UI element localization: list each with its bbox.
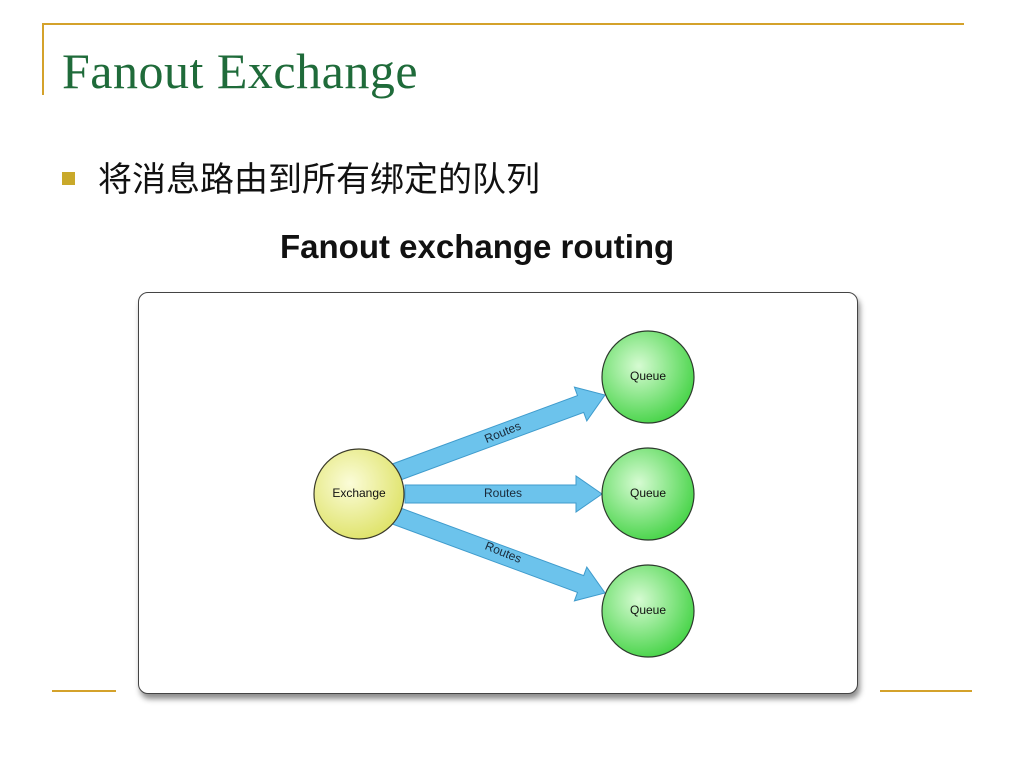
queue-label-1: Queue — [630, 369, 666, 383]
queue-label-3: Queue — [630, 603, 666, 617]
arrow-to-queue-2: Routes — [404, 475, 603, 513]
fanout-diagram: Routes Routes Routes Exchange Queue Queu… — [313, 330, 695, 658]
exchange-node: Exchange — [313, 448, 405, 540]
bullet-square-icon — [62, 172, 75, 185]
bottom-right-accent-rule — [880, 690, 972, 692]
arrow-label-2: Routes — [484, 486, 522, 500]
bottom-left-accent-rule — [52, 690, 116, 692]
diagram-frame: Routes Routes Routes Exchange Queue Queu… — [138, 292, 858, 694]
arrow-to-queue-3: Routes — [387, 504, 606, 602]
queue-node-3: Queue — [601, 564, 695, 658]
arrow-to-queue-1: Routes — [387, 386, 606, 484]
bullet-text: 将消息路由到所有绑定的队列 — [98, 160, 540, 200]
queue-label-2: Queue — [630, 486, 666, 500]
queue-node-2: Queue — [601, 447, 695, 541]
top-accent-rule — [44, 23, 964, 25]
exchange-label: Exchange — [332, 486, 386, 500]
slide-title: Fanout Exchange — [62, 43, 419, 99]
diagram-heading: Fanout exchange routing — [280, 228, 675, 265]
left-accent-rule — [42, 23, 44, 95]
queue-node-1: Queue — [601, 330, 695, 424]
